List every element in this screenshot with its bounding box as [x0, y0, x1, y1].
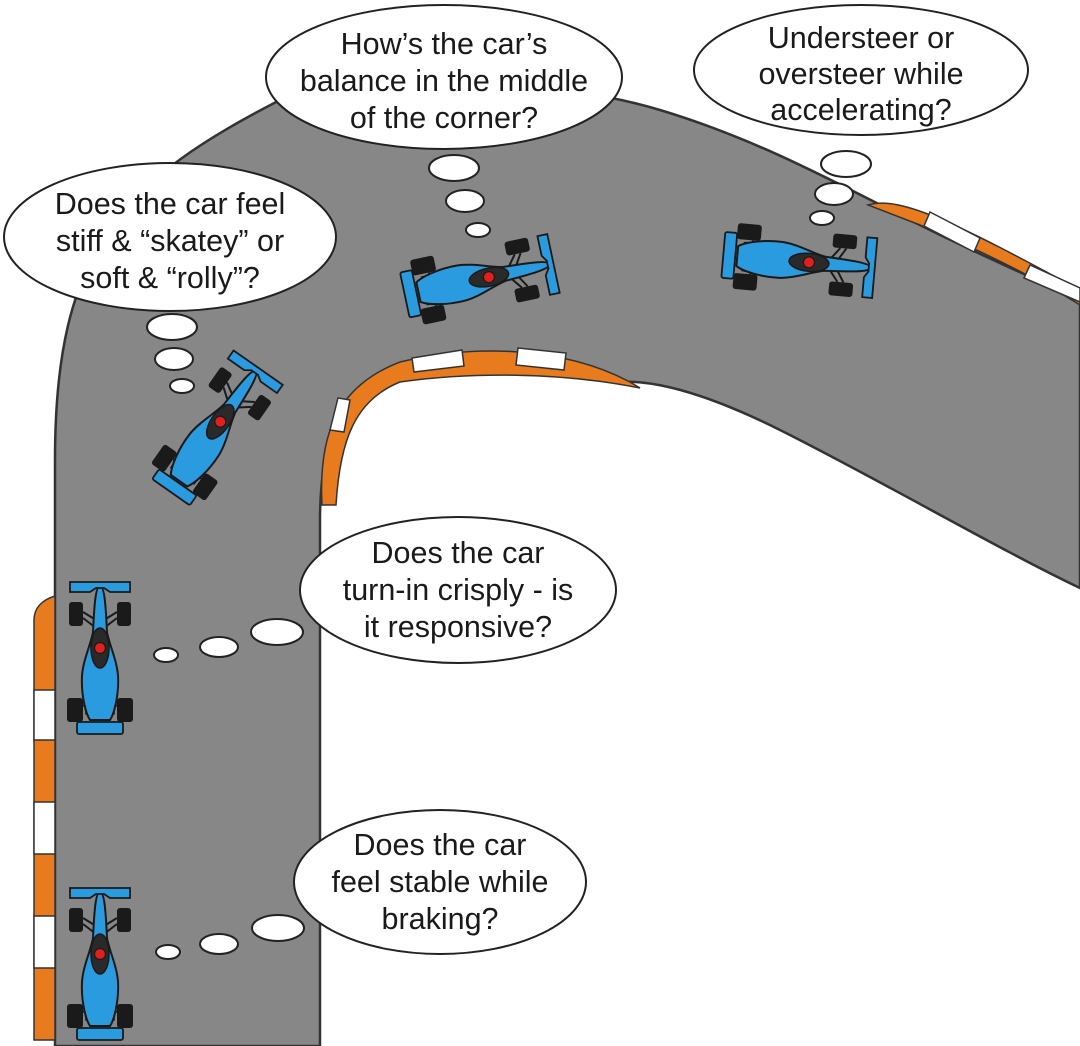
inner-kerb [320, 347, 641, 506]
thought-trail-exit [809, 150, 872, 226]
bubble-mid-corner-line-3: of the corner? [350, 101, 538, 135]
bubble-braking-line-2: feel stable while [331, 865, 548, 899]
bubble-exit-line-2: oversteer while [758, 57, 963, 91]
bubble-turn-in-line-2: turn-in crisply - is [343, 573, 573, 607]
bubble-exit-line-1: Understeer or [768, 21, 954, 55]
bubble-turn-in: Does the car turn-in crisply - is it res… [299, 516, 617, 664]
bubble-stiffness: Does the car feel stiff & “skatey” or so… [3, 162, 337, 312]
bubble-mid-corner-line-2: balance in the middle [300, 64, 588, 98]
bubble-braking-line-1: Does the car [354, 828, 527, 862]
bubble-braking-line-3: braking? [382, 902, 499, 936]
bubble-stiffness-line-1: Does the car feel [55, 187, 286, 221]
bubble-mid-corner: How’s the car’s balance in the middle of… [265, 4, 623, 150]
thought-trail-mid-corner [428, 154, 491, 238]
bubble-turn-in-line-3: it responsive? [364, 610, 552, 644]
bubble-mid-corner-line-1: How’s the car’s [341, 27, 548, 61]
left-kerb [33, 594, 56, 1041]
thought-trail-braking [155, 914, 305, 960]
bubble-exit-line-3: accelerating? [770, 93, 951, 127]
bubble-exit: Understeer or oversteer while accelerati… [693, 4, 1029, 136]
thought-trail-stiffness [146, 313, 198, 394]
bubble-braking: Does the car feel stable while braking? [293, 809, 587, 955]
bubble-stiffness-line-2: stiff & “skatey” or [56, 224, 284, 258]
bubble-turn-in-line-1: Does the car [372, 536, 545, 570]
bubble-stiffness-line-3: soft & “rolly”? [80, 261, 260, 295]
outer-exit-kerb [865, 202, 1080, 306]
thought-trail-turn-in [153, 618, 304, 663]
